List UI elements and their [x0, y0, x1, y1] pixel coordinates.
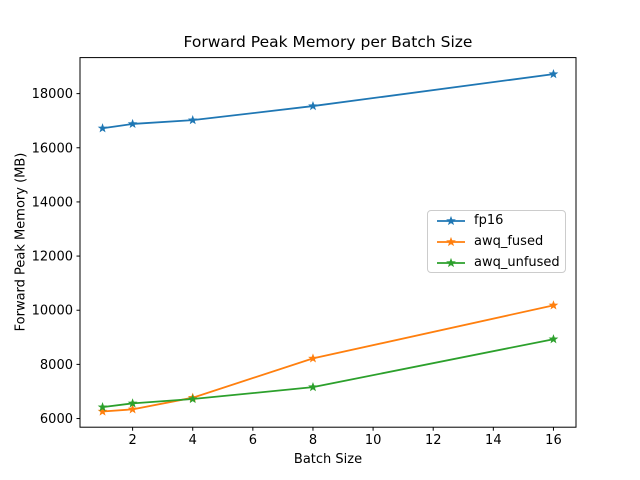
- svg-text:6: 6: [249, 433, 257, 448]
- legend-entry-awq-fused: awq_fused: [435, 232, 565, 252]
- legend-entry-fp16: fp16: [435, 211, 565, 231]
- legend-label: awq_fused: [474, 233, 544, 249]
- svg-text:12000: 12000: [32, 250, 73, 265]
- svg-text:18000: 18000: [32, 87, 73, 102]
- awq-unfused-line-star-icon: [437, 257, 465, 267]
- chart-title: Forward Peak Memory per Batch Size: [183, 33, 473, 51]
- svg-text:4: 4: [189, 433, 197, 448]
- svg-text:14000: 14000: [32, 195, 73, 210]
- svg-text:10000: 10000: [32, 304, 73, 319]
- svg-text:16000: 16000: [32, 141, 73, 156]
- fp16-line-star-icon: [437, 215, 465, 225]
- x-axis-label: Batch Size: [293, 452, 363, 467]
- svg-text:16: 16: [545, 433, 562, 448]
- legend: fp16 awq_fused awq_unfused: [427, 210, 566, 273]
- legend-label: awq_unfused: [474, 254, 560, 270]
- series-fp16: [97, 69, 559, 133]
- legend-entry-awq-unfused: awq_unfused: [435, 253, 565, 273]
- series-awq_unfused: [97, 334, 559, 412]
- svg-text:14: 14: [485, 433, 502, 448]
- legend-label: fp16: [474, 212, 504, 228]
- svg-text:2: 2: [128, 433, 136, 448]
- y-axis-label: Forward Peak Memory (MB): [13, 152, 29, 332]
- axis-frame: [79, 57, 577, 428]
- svg-text:6000: 6000: [40, 412, 73, 427]
- svg-text:8: 8: [309, 433, 317, 448]
- x-axis-ticks: 2 4 6 8 10 12 14 16: [128, 427, 562, 448]
- svg-text:10: 10: [365, 433, 382, 448]
- y-axis-ticks: 6000 8000 10000 12000 14000 16000 18000: [32, 87, 80, 427]
- svg-text:12: 12: [425, 433, 442, 448]
- series-awq_fused: [97, 300, 559, 416]
- awq-fused-line-star-icon: [437, 236, 465, 246]
- svg-text:8000: 8000: [40, 358, 73, 373]
